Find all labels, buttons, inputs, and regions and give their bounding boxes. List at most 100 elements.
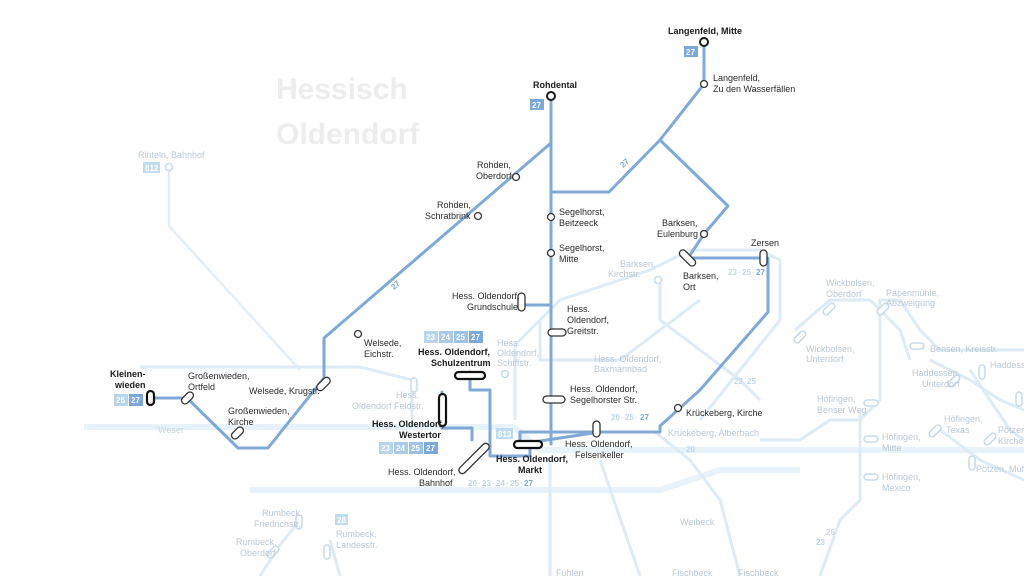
stop-welsede-krugstr[interactable]: [315, 376, 331, 392]
label-bensen: Bensen, Kreisstr.: [930, 344, 998, 354]
badge-westertor-27-text: 27: [426, 444, 435, 453]
background-line-m: [968, 369, 1024, 442]
bhf-sep-4: ·: [520, 479, 523, 488]
stop-rohden-oberdorf[interactable]: [511, 172, 521, 182]
stop-grossenwieden-kirche[interactable]: [230, 426, 245, 441]
stop-westertor[interactable]: [437, 392, 448, 428]
stop-haddessen-2[interactable]: [1015, 391, 1023, 407]
label-papenmuehle-1: Papenmühle,: [886, 288, 939, 298]
label-segelhorst-mitte-2: Mitte: [559, 254, 579, 264]
rinteln-line: [167, 168, 301, 371]
stop-welsede-eichstr[interactable]: [353, 329, 363, 339]
background-line-lower: [250, 467, 800, 493]
label-baxmannbad-1: Hess. Oldendorf,: [594, 354, 662, 364]
stop-greitstr[interactable]: [547, 328, 567, 337]
label-markt-2: Markt: [518, 465, 542, 475]
label-fischbeck-1: Fischbeck: [672, 568, 713, 576]
label-westertor-1: Hess. Oldendorf,: [372, 419, 444, 429]
badge-schulzentrum-24-text: 24: [441, 333, 450, 342]
stop-feldstr[interactable]: [410, 377, 418, 393]
label-segelhorst-mitte-1: Segelhorst,: [559, 243, 605, 253]
label-feldstr-1: Hess.: [396, 390, 419, 400]
line-label-27-a: 27: [618, 156, 631, 169]
area-title-line-2: Oldendorf: [276, 118, 420, 151]
label-felsenkeller-2: Felsenkeller: [575, 450, 624, 460]
background-badges: 812 813 28 23 25 20 23 25: [143, 162, 835, 547]
stop-krueckeberg-kirche[interactable]: [673, 403, 683, 413]
label-wickbolsen-unterdorf-1: Wickbolsen,: [806, 344, 855, 354]
stop-rumbeck-oberdorf[interactable]: [266, 545, 280, 559]
label-wickbolsen-oberdorf-2: Oberdorf: [826, 289, 862, 299]
label-segelhorster-1: Hess. Oldendorf,: [570, 384, 638, 394]
stop-langenfeld-mitte[interactable]: [699, 37, 709, 47]
stop-wickbolsen-unterdorf[interactable]: [793, 330, 807, 344]
background-line-e: [654, 430, 742, 577]
bhf-sep-2: ·: [492, 479, 495, 488]
stop-hoefingen-benser[interactable]: [863, 399, 879, 407]
stop-zersen[interactable]: [759, 249, 768, 267]
stop-grundschule[interactable]: [517, 292, 526, 312]
stop-segelhorst-mitte[interactable]: [546, 248, 556, 258]
stop-hoefingen-mexico[interactable]: [863, 473, 879, 481]
label-rumbeck-oberdorf-1: Rumbeck,: [236, 537, 277, 547]
faint-line-25b: 25: [826, 528, 835, 537]
badge-kleinenwieden-27: [129, 394, 143, 406]
faint-line-23b: 23: [816, 538, 825, 547]
stop-rohdental[interactable]: [546, 91, 556, 101]
background-line-a: [140, 365, 414, 427]
stop-grossenwieden-ortfeld[interactable]: [180, 391, 195, 406]
label-grossenwieden-kirche-2: Kirche: [228, 417, 254, 427]
stop-haddessen-unterdorf[interactable]: [947, 374, 961, 388]
stop-markt[interactable]: [512, 439, 544, 450]
stop-rohden-schratbrink[interactable]: [473, 211, 483, 221]
label-schulzentrum-1: Hess. Oldendorf,: [418, 347, 490, 357]
badge-812: [143, 162, 160, 173]
background-line-o: [328, 539, 342, 577]
stop-schulzentrum[interactable]: [453, 370, 487, 381]
stop-rumbeck-friedrichstr[interactable]: [295, 514, 303, 530]
stop-bensen[interactable]: [909, 342, 925, 350]
label-wickbolsen-unterdorf-2: Unterdorf: [806, 354, 844, 364]
stop-segelhorster-str[interactable]: [542, 395, 566, 404]
stop-hoefingen-texas[interactable]: [928, 424, 942, 438]
zersen-sep-1: ·: [738, 268, 741, 277]
badge-rohdental-27-text: 27: [532, 101, 541, 110]
stop-barksen-eulenburg[interactable]: [699, 229, 709, 239]
stop-felsenkeller[interactable]: [592, 420, 601, 438]
stop-papenmuehle[interactable]: [876, 302, 890, 316]
stop-segelhorst-beitzeeck[interactable]: [546, 212, 556, 222]
kb-line-20: 20: [611, 413, 620, 422]
line-number-lists: 23 · 25 · 27 20 · 25 · 27 20 · 23 · 24 ·…: [468, 268, 765, 488]
badge-schulzentrum-23: [424, 331, 438, 343]
stop-poetzen-kirche[interactable]: [983, 432, 997, 446]
stop-hoefingen-mitte[interactable]: [863, 435, 879, 443]
zersen-line-23: 23: [728, 268, 737, 277]
background-network: [84, 168, 1024, 577]
kb-sep-2: ·: [635, 413, 638, 422]
stop-kleinenwieden[interactable]: [145, 389, 156, 407]
stop-barksen-ort[interactable]: [678, 248, 697, 267]
zersen-sep-2: ·: [752, 268, 755, 277]
stop-rumbeck-landesstr[interactable]: [323, 544, 331, 560]
bhf-line-27: 27: [524, 479, 533, 488]
weser-river: [84, 424, 1024, 453]
zersen-line-25: 25: [742, 268, 751, 277]
stop-schiffstr[interactable]: [500, 369, 510, 379]
label-segelhorster-2: Segelhorster Str.: [570, 395, 637, 405]
label-kleinenwieden-1: Kleinen-: [110, 369, 146, 379]
stop-haddessen[interactable]: [978, 364, 986, 380]
label-zersen: Zersen: [751, 238, 779, 248]
label-rumbeck-friedrichstr-1: Rumbeck,: [262, 508, 303, 518]
stop-poetzen-muehle[interactable]: [968, 455, 976, 471]
line-27: 27 27: [149, 40, 770, 458]
stop-wickbolsen-oberdorf[interactable]: [822, 302, 836, 316]
badge-schulzentrum-27-text: 27: [471, 333, 480, 342]
stop-rinteln[interactable]: [164, 162, 174, 172]
faint-line-25: 25: [747, 377, 756, 386]
stop-langenfeld-wasserfaellen[interactable]: [699, 79, 709, 89]
badge-813-text: 813: [498, 430, 512, 439]
badge-westertor-25: [409, 442, 423, 454]
label-haddessen-unterdorf-2: Unterdorf: [922, 379, 960, 389]
stop-barksen-kirchstr[interactable]: [653, 275, 663, 285]
stop-bahnhof[interactable]: [457, 442, 490, 475]
